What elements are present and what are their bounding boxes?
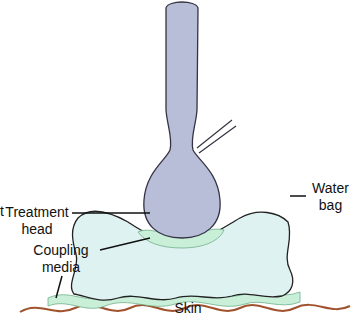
part-label: Skin [168, 300, 208, 317]
part-label: Treatment head [4, 204, 70, 238]
treatment-head [144, 2, 220, 238]
cable [197, 120, 236, 153]
leader-line [100, 238, 150, 250]
leader-line [56, 276, 62, 298]
leader-line [72, 212, 150, 214]
part-label: Coupling media [22, 242, 100, 276]
part-label: Water bag [307, 180, 354, 214]
leader-line [290, 195, 306, 197]
